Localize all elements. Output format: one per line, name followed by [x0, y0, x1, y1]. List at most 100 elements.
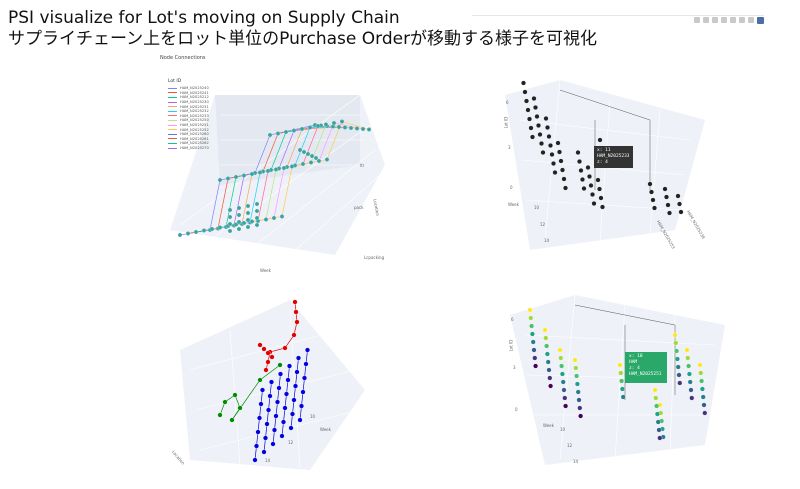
blue-marker[interactable]	[273, 413, 279, 419]
lot-marker[interactable]	[525, 107, 531, 113]
lot-marker[interactable]	[597, 186, 602, 192]
lot-marker[interactable]	[674, 348, 680, 354]
blue-marker[interactable]	[255, 429, 261, 435]
lot-marker[interactable]	[673, 340, 679, 346]
lot-marker[interactable]	[557, 149, 562, 155]
lot-marker[interactable]	[560, 167, 565, 173]
red-marker[interactable]	[265, 350, 271, 356]
green-marker[interactable]	[217, 412, 223, 418]
lot-marker[interactable]	[656, 427, 662, 433]
lot-marker[interactable]	[342, 125, 348, 130]
lot-marker[interactable]	[354, 126, 360, 131]
legend-item[interactable]: HAM_N2025212	[168, 95, 209, 100]
lot-marker[interactable]	[193, 229, 199, 235]
lot-marker[interactable]	[254, 222, 260, 228]
lot-marker[interactable]	[241, 173, 247, 178]
blue-marker[interactable]	[290, 411, 295, 417]
legend-item[interactable]: HAM_N2025231	[168, 104, 209, 109]
lot-marker[interactable]	[576, 397, 582, 403]
blue-marker[interactable]	[296, 355, 301, 361]
lot-marker[interactable]	[699, 378, 705, 384]
lot-marker[interactable]	[227, 214, 233, 220]
blue-marker[interactable]	[267, 393, 273, 399]
orbit-icon[interactable]	[721, 17, 727, 23]
lot-marker[interactable]	[309, 153, 315, 159]
lot-marker[interactable]	[360, 126, 366, 132]
lot-marker[interactable]	[587, 174, 592, 179]
lot-marker[interactable]	[217, 177, 223, 183]
lot-marker[interactable]	[547, 375, 553, 381]
lot-marker[interactable]	[655, 419, 661, 425]
lot-marker[interactable]	[654, 411, 660, 417]
lot-marker[interactable]	[324, 157, 330, 162]
lot-marker[interactable]	[283, 129, 289, 135]
lot-marker[interactable]	[559, 363, 565, 369]
lot-marker[interactable]	[597, 137, 603, 143]
lot-markers[interactable]	[527, 307, 708, 441]
legend-item[interactable]: HAM_N2025250	[168, 118, 209, 123]
lot-marker[interactable]	[551, 161, 556, 166]
blue-marker[interactable]	[252, 457, 258, 463]
blue-marker[interactable]	[302, 375, 307, 381]
red-marker[interactable]	[265, 359, 271, 365]
lot-marker[interactable]	[698, 370, 704, 376]
lot-marker[interactable]	[201, 228, 207, 233]
lot-marker[interactable]	[657, 435, 663, 441]
red-marker[interactable]	[292, 299, 298, 305]
zoom-icon[interactable]	[703, 17, 709, 23]
red-marker[interactable]	[261, 346, 267, 352]
lot-marker[interactable]	[281, 165, 287, 171]
lot-marker[interactable]	[524, 98, 529, 104]
blue-marker[interactable]	[281, 419, 286, 425]
blue-marker[interactable]	[299, 403, 304, 409]
red-marker[interactable]	[263, 367, 269, 373]
lot-marker[interactable]	[236, 226, 242, 232]
lot-marker[interactable]	[533, 105, 538, 110]
lot-marker[interactable]	[697, 362, 703, 368]
legend-item[interactable]: HAM_N2025252	[168, 127, 209, 132]
lot-marker[interactable]	[620, 394, 626, 400]
lot-marker[interactable]	[575, 150, 581, 155]
lot-marker[interactable]	[574, 373, 580, 379]
legend-item[interactable]: HAM_N2025261	[168, 137, 209, 142]
red-marker[interactable]	[282, 345, 288, 351]
node-connections-canvas[interactable]	[160, 55, 390, 275]
legend-item[interactable]: HAM_N2025230	[168, 100, 209, 105]
lot-marker[interactable]	[618, 370, 624, 376]
green-marker[interactable]	[237, 405, 243, 411]
lot-marker[interactable]	[558, 355, 564, 361]
lot-marker[interactable]	[563, 403, 569, 409]
lot-marker[interactable]	[532, 355, 538, 361]
blue-marker[interactable]	[285, 377, 291, 383]
lot-marker[interactable]	[654, 403, 660, 409]
spike-icon[interactable]	[748, 17, 754, 23]
lot-marker[interactable]	[313, 155, 319, 161]
lot-marker[interactable]	[531, 96, 537, 101]
lot-marker[interactable]	[557, 347, 563, 353]
red-marker[interactable]	[294, 319, 300, 325]
blue-marker[interactable]	[287, 363, 292, 369]
lot-marker[interactable]	[701, 402, 707, 408]
legend-item[interactable]: HAM_N2025232	[168, 109, 209, 114]
lot-location-plot-colored[interactable]: Week Location 10 12 14	[170, 290, 370, 470]
lot-marker[interactable]	[686, 371, 692, 377]
lot-marker[interactable]	[577, 405, 583, 411]
lot-marker[interactable]	[527, 307, 533, 313]
lot-marker[interactable]	[578, 413, 584, 419]
lot-marker[interactable]	[617, 362, 623, 368]
blue-marker[interactable]	[260, 387, 265, 393]
lot-marker[interactable]	[700, 394, 706, 400]
lot-marker[interactable]	[227, 221, 233, 227]
lot-marker[interactable]	[307, 125, 313, 130]
lot-marker[interactable]	[545, 359, 551, 365]
lot-marker[interactable]	[677, 380, 683, 386]
lot-marker[interactable]	[528, 125, 534, 131]
red-marker[interactable]	[257, 342, 263, 348]
lot-marker[interactable]	[580, 177, 585, 182]
lot-marker[interactable]	[267, 132, 273, 138]
lot-location-canvas[interactable]	[170, 290, 370, 470]
lot-markers[interactable]	[520, 80, 684, 216]
lot-marker[interactable]	[233, 222, 239, 227]
lot-marker[interactable]	[685, 355, 691, 361]
blue-marker[interactable]	[303, 361, 309, 367]
